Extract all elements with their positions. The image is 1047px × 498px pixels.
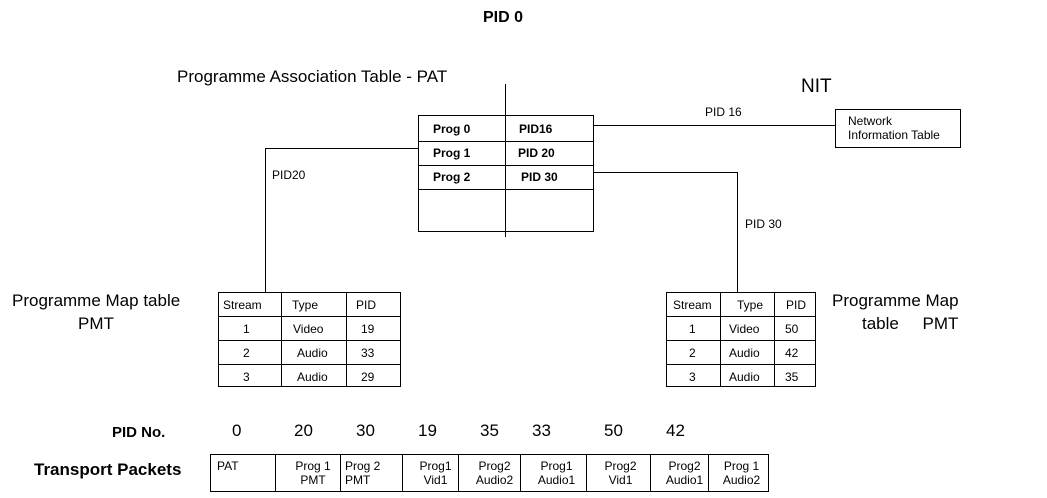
- pmt-right-row3-type: Audio: [729, 370, 760, 384]
- diagram-title: PID 0: [483, 9, 524, 26]
- pmt-right-row3-stream: 3: [689, 370, 696, 384]
- packet-line1: Prog2: [668, 459, 701, 473]
- packet-line2: Audio1: [537, 473, 576, 487]
- pmt-right-header-type: Type: [737, 298, 764, 312]
- packet-prog2-vid1: Prog2 Vid1: [586, 454, 650, 492]
- pmt-right-table: Stream Type PID 1 Video 50 2 Audio 42 3 …: [666, 292, 816, 387]
- pmt-left-row3-pid: 29: [361, 370, 375, 384]
- packet-line2: Audio2: [722, 473, 761, 487]
- pid-value: 50: [604, 421, 623, 440]
- pmt-left-row2-stream: 2: [243, 346, 250, 360]
- packet-prog2-audio1: Prog2 Audio1: [650, 454, 708, 492]
- pmt-right-row2-type: Audio: [729, 346, 760, 360]
- pat-pid-2: PID 30: [521, 170, 558, 184]
- pmt-left-link-label: PID20: [272, 168, 306, 182]
- pmt-left-label-line2: PMT: [78, 314, 114, 333]
- pmt-right-row3-pid: 35: [785, 370, 799, 384]
- pmt-left-row3-stream: 3: [243, 370, 250, 384]
- pmt-right-row1-pid: 50: [785, 322, 799, 336]
- pmt-left-table: Stream Type PID 1 Video 19 2 Audio 33 3 …: [218, 292, 401, 387]
- packet-prog2-pmt: Prog 2 PMT: [340, 454, 402, 492]
- packet-line1: Prog2: [604, 459, 637, 473]
- pmt-right-header-stream: Stream: [673, 298, 712, 312]
- nit-link-label: PID 16: [705, 105, 742, 119]
- pat-divider: [505, 84, 506, 237]
- nit-label: NIT: [801, 76, 832, 97]
- pid-value: 0: [232, 421, 242, 440]
- pid-value: 19: [418, 421, 437, 440]
- pmt-right-label-line2: table PMT: [862, 314, 959, 333]
- packet-line1: Prog1: [540, 459, 573, 473]
- packet-prog1-audio1: Prog1 Audio1: [520, 454, 586, 492]
- transport-packets-label: Transport Packets: [34, 460, 182, 479]
- pmt-right-label-line1: Programme Map: [832, 291, 959, 310]
- pmt-left-row3-type: Audio: [297, 370, 328, 384]
- pmt-right-connector-v: [737, 172, 738, 292]
- packet-line1: Prog 1: [723, 459, 760, 473]
- pmt-right-header-pid: PID: [786, 298, 807, 312]
- pmt-right-connector-h: [594, 172, 738, 173]
- pid-row-label: PID No.: [112, 424, 166, 441]
- pmt-left-header-stream: Stream: [223, 298, 262, 312]
- pmt-right-row2-pid: 42: [785, 346, 799, 360]
- packet-line1: PAT: [217, 459, 239, 473]
- pmt-left-row2-type: Audio: [297, 346, 328, 360]
- packet-prog1-vid1: Prog1 Vid1: [402, 454, 458, 492]
- pid-value: 20: [294, 421, 313, 440]
- pmt-left-row1-stream: 1: [243, 322, 250, 336]
- pat-pid-0: PID16: [519, 122, 553, 136]
- pmt-left-header-pid: PID: [356, 298, 377, 312]
- pmt-right-link-label: PID 30: [745, 217, 782, 231]
- pmt-right-row1-stream: 1: [689, 322, 696, 336]
- packet-line2: PMT: [300, 473, 326, 487]
- packet-line1: Prog1: [419, 459, 452, 473]
- packet-prog2-audio2: Prog2 Audio2: [458, 454, 520, 492]
- pid-value: 30: [356, 421, 375, 440]
- pmt-left-header-type: Type: [292, 298, 319, 312]
- nit-connector: [594, 125, 835, 126]
- pmt-left-row1-type: Video: [293, 322, 324, 336]
- pmt-left-connector-h: [265, 148, 418, 149]
- packet-line2: Audio1: [665, 473, 704, 487]
- packet-line2: Audio2: [475, 473, 514, 487]
- pat-prog-2: Prog 2: [433, 170, 471, 184]
- pid-value: 42: [666, 421, 685, 440]
- packet-line1: Prog 1: [295, 459, 331, 473]
- packet-line2: Vid1: [608, 473, 633, 487]
- packet-pat: PAT: [210, 454, 275, 492]
- pmt-left-row2-pid: 33: [361, 346, 375, 360]
- nit-box-line2: Information Table: [848, 128, 940, 142]
- pmt-left-label-line1: Programme Map table: [12, 291, 181, 310]
- pat-pid-1: PID 20: [518, 146, 555, 160]
- pat-prog-0: Prog 0: [433, 122, 471, 136]
- packet-line2: Vid1: [423, 473, 448, 487]
- pat-label: Programme Association Table - PAT: [177, 67, 448, 86]
- pmt-left-connector-v: [265, 148, 266, 292]
- packet-line2: PMT: [345, 473, 371, 487]
- pmt-left-row1-pid: 19: [361, 322, 375, 336]
- packet-prog1-pmt: Prog 1 PMT: [275, 454, 340, 492]
- nit-box-line1: Network: [848, 114, 893, 128]
- pat-prog-1: Prog 1: [433, 146, 471, 160]
- pid-value: 35: [480, 421, 499, 440]
- packet-line1: Prog 2: [345, 459, 381, 473]
- pat-table: Prog 0 PID16 Prog 1 PID 20 Prog 2 PID 30: [418, 115, 594, 232]
- pid-value: 33: [532, 421, 551, 440]
- nit-box: Network Information Table: [835, 109, 961, 148]
- pmt-right-row2-stream: 2: [689, 346, 696, 360]
- pmt-right-row1-type: Video: [729, 322, 760, 336]
- packet-prog1-audio2: Prog 1 Audio2: [708, 454, 769, 492]
- packet-line1: Prog2: [478, 459, 511, 473]
